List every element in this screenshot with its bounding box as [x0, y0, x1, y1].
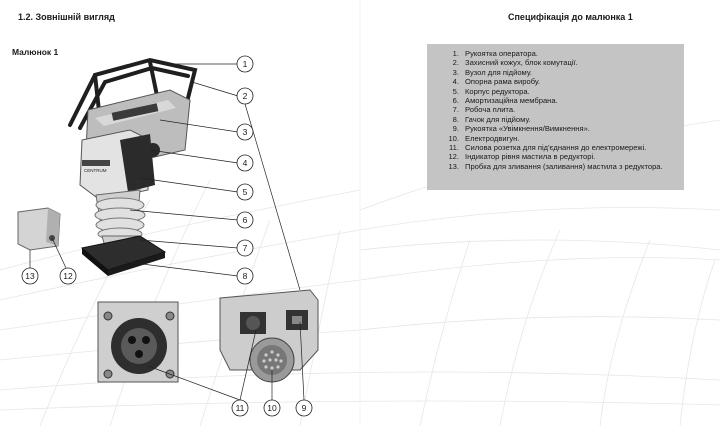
spec-item-number: 6.: [452, 96, 459, 106]
callout-1: 1: [243, 59, 248, 69]
spec-item-text: Захисний кожух, блок комутації.: [465, 58, 578, 68]
section-title: 1.2. Зовнішній вигляд: [18, 12, 115, 22]
oil-gauge-inset: [17, 207, 61, 251]
spec-item-number: 4.: [452, 77, 459, 87]
spec-item-number: 13.: [448, 161, 459, 171]
spec-item: 8. Гачок для підйому.: [441, 115, 678, 124]
spec-item: 7. Робоча плита.: [441, 105, 678, 114]
left-page: 1.2. Зовнішній вигляд Малюнок 1: [12, 12, 115, 57]
callout-11: 11: [236, 403, 245, 413]
spec-item-number: 8.: [452, 114, 459, 124]
callout-2: 2: [243, 91, 248, 101]
callout-12: 12: [63, 271, 73, 281]
callout-7: 7: [243, 243, 248, 253]
spec-item-text: Вузол для підйому.: [465, 67, 533, 77]
spec-item-text: Амортизаційна мембрана.: [465, 96, 558, 106]
spec-item: 11. Силова розетка для під'єднання до еле…: [441, 143, 678, 152]
spec-item-text: Рукоятка «Увімкнення/Вимкнення».: [465, 124, 590, 134]
callout-5: 5: [243, 187, 248, 197]
motor-inset: [219, 289, 319, 383]
brand-logo: CENTRUM: [84, 168, 107, 173]
callout-8: 8: [243, 271, 248, 281]
spec-item-text: Рукоятка оператора.: [465, 49, 538, 58]
spec-item: 2. Захисний кожух, блок комутації.: [441, 58, 678, 67]
damping-bellows: [94, 197, 146, 241]
spec-box: 1. Рукоятка оператора. 2. Захисний кожух, б…: [427, 44, 684, 190]
spec-item: 3. Вузол для підйому.: [441, 68, 678, 77]
spec-item: 13. Пробка для зливання (заливання) масти…: [441, 162, 678, 171]
callout-13: 13: [25, 271, 35, 281]
spec-item: 5. Корпус редуктора.: [441, 87, 678, 96]
spec-item-text: Робоча плита.: [465, 105, 516, 115]
callout-4: 4: [243, 158, 248, 168]
spec-list: 1. Рукоятка оператора. 2. Захисний кожух, б…: [441, 49, 678, 171]
spec-item: 12. Індикатор рівня мастила в редукторі.: [441, 152, 678, 161]
spec-item-number: 7.: [452, 105, 459, 115]
spec-item-number: 10.: [448, 133, 459, 143]
callout-9: 9: [302, 403, 307, 413]
spec-item-text: Опорна рама виробу.: [465, 77, 541, 87]
socket-inset: [97, 301, 179, 383]
spec-item-text: Пробка для зливання (заливання) мастила …: [465, 161, 663, 171]
rammer-illustration: CENTRUM: [17, 55, 319, 417]
spec-item: 10. Електродвигун.: [441, 134, 678, 143]
spec-item-number: 12.: [448, 152, 459, 162]
spec-item-number: 2.: [452, 58, 459, 68]
spec-item-number: 1.: [452, 49, 459, 58]
spec-item-number: 9.: [452, 124, 459, 134]
spec-item-text: Силова розетка для під'єднання до електр…: [465, 143, 647, 153]
spec-item: 4. Опорна рама виробу.: [441, 77, 678, 86]
spec-item-number: 5.: [452, 86, 459, 96]
spec-item: 1. Рукоятка оператора.: [441, 49, 678, 58]
figure-label: Малюнок 1: [12, 47, 59, 57]
spec-item-text: Електродвигун.: [465, 133, 520, 143]
callout-3: 3: [243, 127, 248, 137]
spec-item-text: Індикатор рівня мастила в редукторі.: [465, 152, 596, 162]
callout-10: 10: [267, 403, 277, 413]
spec-title: Специфікація до малюнка 1: [508, 12, 633, 22]
leader-lines: [29, 63, 305, 401]
spec-item-number: 3.: [452, 67, 459, 77]
spec-item: 9. Рукоятка «Увімкнення/Вимкнення».: [441, 124, 678, 133]
spec-item-text: Корпус редуктора.: [465, 86, 530, 96]
spec-item-number: 11.: [449, 143, 459, 153]
callout-markers: [21, 55, 313, 417]
spec-item: 6. Амортизаційна мембрана.: [441, 96, 678, 105]
spec-item-text: Гачок для підйому.: [465, 114, 531, 124]
callout-6: 6: [243, 215, 248, 225]
